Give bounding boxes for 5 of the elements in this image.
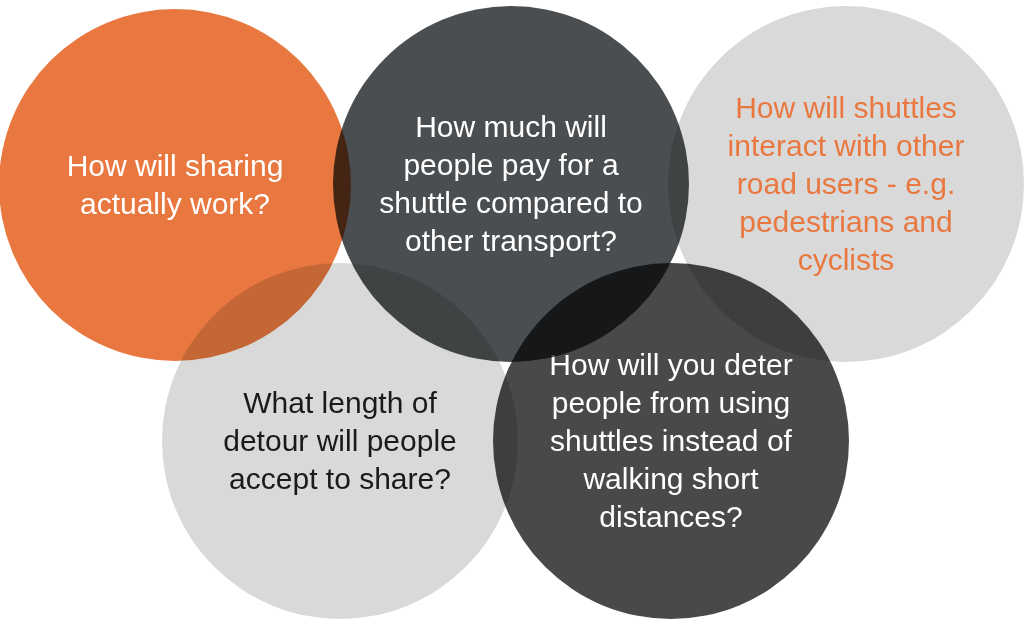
question-text: How will shuttles interact with other road users - e.g. pedestrians and cyclists	[726, 90, 966, 278]
question-text: How will sharing actually work?	[65, 148, 285, 222]
question-text: How will you deter people from using shuttles instead of walking short distances?	[548, 347, 794, 535]
question-text: What length of detour will people accept to share?	[222, 385, 458, 497]
question-text: How much will people pay for a shuttle compared to other transport?	[378, 109, 644, 259]
